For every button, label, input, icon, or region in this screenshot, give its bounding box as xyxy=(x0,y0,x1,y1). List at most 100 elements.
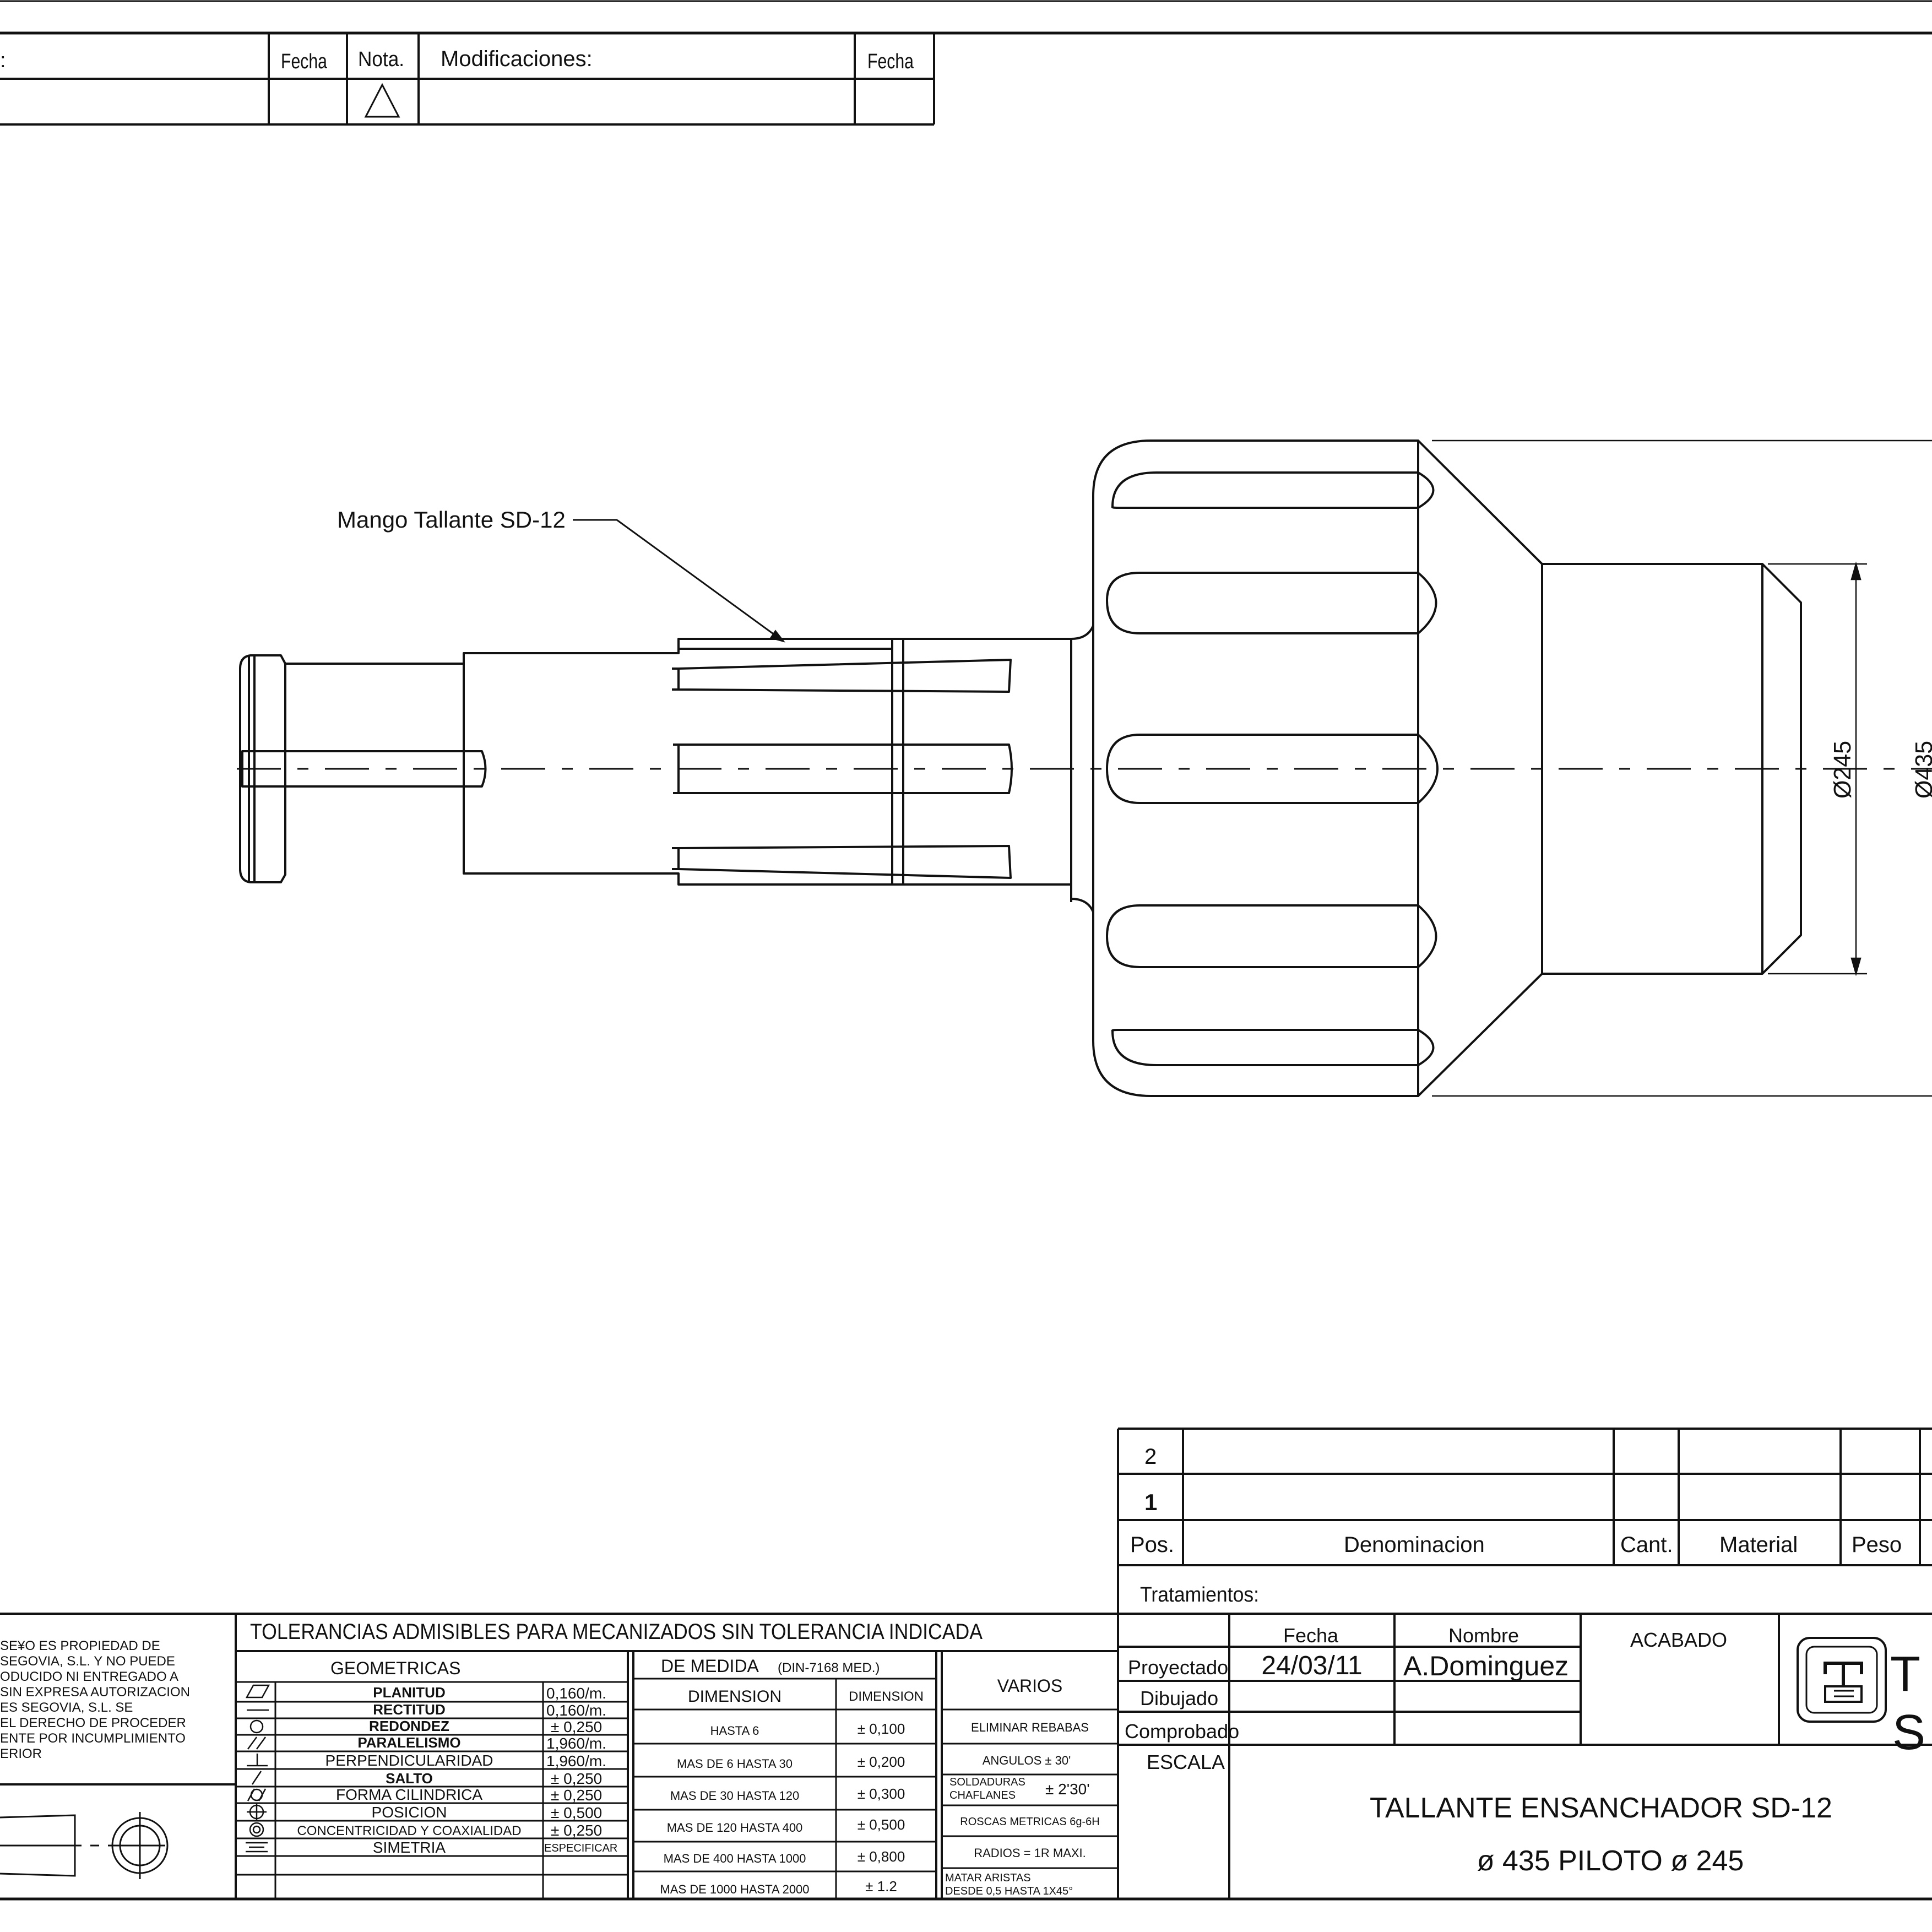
title-col-nombre: Nombre xyxy=(1448,1624,1519,1647)
svg-text:1,960/m.: 1,960/m. xyxy=(546,1735,606,1752)
revision-col-nota: Nota. xyxy=(358,48,404,71)
varios-table-lines xyxy=(942,1708,1118,1869)
revision-col-fecha-2: Fecha xyxy=(867,50,914,73)
medida-col-dimension-2: DIMENSION xyxy=(849,1689,924,1704)
forma-cilindrica-symbol-icon xyxy=(247,1788,267,1801)
body-flute-3 xyxy=(1106,734,1439,804)
row-proyectado: Proyectado xyxy=(1128,1656,1228,1679)
parts-header-peso: Peso xyxy=(1852,1533,1902,1557)
spline-flute-2 xyxy=(677,744,1013,794)
geometric-symbols xyxy=(245,1684,270,1853)
svg-text:MAS DE 400 HASTA 1000: MAS DE 400 HASTA 1000 xyxy=(664,1852,806,1865)
svg-text:± 0,250: ± 0,250 xyxy=(551,1787,602,1804)
paralelismo-symbol-icon xyxy=(247,1736,267,1750)
perpendicularidad-symbol-icon xyxy=(247,1754,268,1767)
acabado-label: ACABADO xyxy=(1630,1629,1727,1651)
svg-text:PERPENDICULARIDAD: PERPENDICULARIDAD xyxy=(325,1752,493,1769)
geometric-table-lines xyxy=(236,1681,628,1899)
drawing-title-line2: ø 435 PILOTO ø 245 xyxy=(1477,1845,1744,1877)
svg-text:REDONDEZ: REDONDEZ xyxy=(369,1718,449,1734)
parts-row-pos-1: 1 xyxy=(1144,1489,1157,1515)
row-dibujado: Dibujado xyxy=(1140,1687,1218,1710)
svg-text:± 0,200: ± 0,200 xyxy=(858,1754,905,1770)
svg-text:ENTE POR INCUMPLIMIENTO: ENTE POR INCUMPLIMIENTO xyxy=(0,1731,186,1746)
svg-text:ERIOR: ERIOR xyxy=(0,1746,42,1761)
svg-text:± 0,500: ± 0,500 xyxy=(551,1804,602,1821)
redondez-symbol-icon xyxy=(249,1719,264,1734)
revision-table xyxy=(0,33,935,126)
tratamientos-label: Tratamientos: xyxy=(1140,1583,1259,1607)
revision-col-fecha: Fecha xyxy=(281,50,328,73)
dimension-body-diameter: Ø435 xyxy=(1911,741,1932,799)
svg-text:± 2'30': ± 2'30' xyxy=(1045,1781,1090,1798)
fecha-value: 24/03/11 xyxy=(1261,1651,1362,1680)
svg-text:PARALELISMO: PARALELISMO xyxy=(357,1734,460,1751)
parts-row-pos-2: 2 xyxy=(1144,1445,1157,1469)
spline-flute-3 xyxy=(677,845,1012,879)
svg-text:CONCENTRICIDAD Y COAXIALIDAD: CONCENTRICIDAD Y COAXIALIDAD xyxy=(297,1824,521,1838)
title-block-lines xyxy=(1118,1614,1932,1899)
svg-text:RECTITUD: RECTITUD xyxy=(373,1701,445,1718)
medida-col-dimension: DIMENSION xyxy=(688,1687,782,1706)
parts-header-pos: Pos. xyxy=(1130,1533,1174,1557)
svg-text:± 0,100: ± 0,100 xyxy=(858,1721,905,1737)
planitud-symbol-icon xyxy=(245,1684,270,1698)
shank-slot xyxy=(241,750,487,788)
svg-text:MAS DE 120 HASTA 400: MAS DE 120 HASTA 400 xyxy=(667,1821,803,1835)
shank-end-cap xyxy=(239,654,286,883)
parts-header-material: Material xyxy=(1719,1533,1798,1557)
svg-text:SIMETRIA: SIMETRIA xyxy=(373,1839,446,1856)
parts-list-table xyxy=(1117,1428,1932,1899)
projection-symbol-icon xyxy=(0,1812,169,1879)
varios-rows: ELIMINAR REBABAS ANGULOS ± 30' SOLDADURA… xyxy=(945,1721,1100,1897)
spline-flute-1 xyxy=(677,659,1012,693)
svg-text:SE¥O ES PROPIEDAD DE: SE¥O ES PROPIEDAD DE xyxy=(0,1638,160,1653)
svg-text:1,960/m.: 1,960/m. xyxy=(546,1752,606,1770)
title-col-fecha: Fecha xyxy=(1283,1624,1339,1647)
simetria-symbol-icon xyxy=(246,1842,268,1853)
svg-text:HASTA 6: HASTA 6 xyxy=(710,1724,759,1738)
svg-text:± 0,250: ± 0,250 xyxy=(551,1718,602,1735)
salto-symbol-icon xyxy=(251,1771,262,1785)
svg-text:MAS DE 30 HASTA 120: MAS DE 30 HASTA 120 xyxy=(670,1789,799,1803)
svg-text:POSICION: POSICION xyxy=(372,1804,447,1821)
drawing-title-line1: TALLANTE ENSANCHADOR SD-12 xyxy=(1370,1792,1832,1824)
svg-text:± 0,500: ± 0,500 xyxy=(858,1816,905,1833)
svg-text:MAS DE 1000 HASTA 2000: MAS DE 1000 HASTA 2000 xyxy=(660,1882,809,1896)
revision-left-fragment: : xyxy=(0,49,6,72)
svg-text:EL DERECHO DE PROCEDER: EL DERECHO DE PROCEDER xyxy=(0,1716,186,1730)
svg-text:± 0,800: ± 0,800 xyxy=(858,1848,905,1865)
svg-text:ELIMINAR REBABAS: ELIMINAR REBABAS xyxy=(971,1721,1089,1734)
svg-text:ROSCAS METRICAS 6g-6H: ROSCAS METRICAS 6g-6H xyxy=(960,1816,1099,1828)
parts-header-cant: Cant. xyxy=(1620,1533,1673,1557)
svg-text:ES SEGOVIA, S.L. SE: ES SEGOVIA, S.L. SE xyxy=(0,1700,133,1715)
geometric-rows: PLANITUD 0,160/m. RECTITUD 0,160/m. REDO… xyxy=(297,1684,617,1856)
svg-text:FORMA CILINDRICA: FORMA CILINDRICA xyxy=(336,1786,482,1803)
dimension-pilot-diameter: Ø245 xyxy=(1829,741,1856,799)
nombre-value: A.Dominguez xyxy=(1403,1651,1569,1681)
dimension-lines xyxy=(1432,439,1932,1097)
company-logo xyxy=(1797,1637,1887,1723)
varios-header: VARIOS xyxy=(997,1676,1063,1696)
svg-text:ANGULOS ± 30': ANGULOS ± 30' xyxy=(983,1754,1071,1767)
svg-text:RADIOS = 1R MAXI.: RADIOS = 1R MAXI. xyxy=(974,1846,1086,1860)
svg-text:SEGOVIA, S.L. Y NO PUEDE: SEGOVIA, S.L. Y NO PUEDE xyxy=(0,1654,175,1669)
row-comprobado: Comprobado xyxy=(1125,1720,1239,1743)
body-flute-2 xyxy=(1106,572,1437,634)
svg-text:MAS DE 6 HASTA 30: MAS DE 6 HASTA 30 xyxy=(677,1757,793,1771)
part-label-leader xyxy=(573,519,785,643)
geometric-header: GEOMETRICAS xyxy=(330,1658,460,1678)
medida-rows: HASTA 6 ± 0,100 MAS DE 6 HASTA 30 ± 0,20… xyxy=(660,1721,905,1896)
body-flute-4 xyxy=(1106,904,1437,968)
legal-notice: SE¥O ES PROPIEDAD DE SEGOVIA, S.L. Y NO … xyxy=(0,1638,190,1761)
tolerances-title: TOLERANCIAS ADMISIBLES PARA MECANIZADOS … xyxy=(250,1620,983,1644)
svg-text:SIN EXPRESA AUTORIZACION: SIN EXPRESA AUTORIZACION xyxy=(0,1685,190,1700)
posicion-symbol-icon xyxy=(247,1803,267,1821)
cutter-body xyxy=(1092,439,1419,1097)
svg-text:± 1.2: ± 1.2 xyxy=(865,1878,897,1895)
svg-text:0,160/m.: 0,160/m. xyxy=(546,1685,606,1702)
svg-text:CHAFLANES: CHAFLANES xyxy=(949,1789,1016,1801)
logo-fragment-t: T xyxy=(1890,1647,1920,1702)
svg-text:0,160/m.: 0,160/m. xyxy=(546,1702,606,1719)
